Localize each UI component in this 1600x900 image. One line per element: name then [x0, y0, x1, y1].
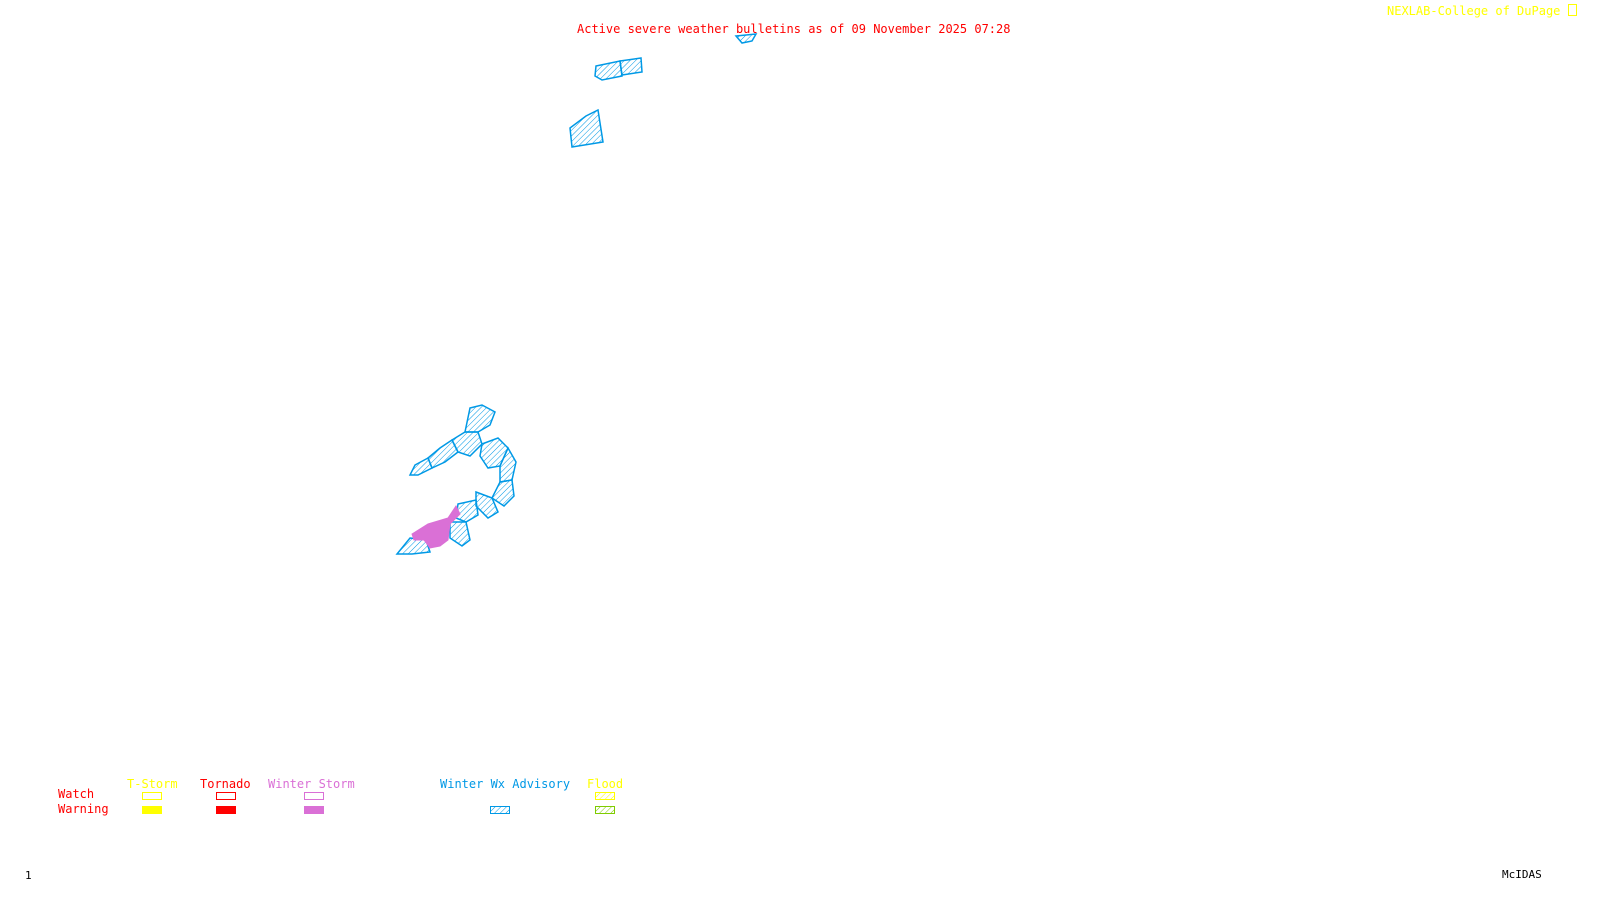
legend-winter-wx-advisory-label: Winter Wx Advisory: [440, 777, 571, 791]
winter-wx-advisory-swatch: [490, 806, 510, 814]
winter-storm-warning-swatch: [304, 806, 324, 814]
tstorm-warning-swatch: [142, 806, 162, 814]
flood-warning-swatch: [595, 806, 615, 814]
legend-tornado-label: Tornado: [200, 777, 251, 791]
advisory-area: [427, 438, 459, 470]
advisory-area: [449, 521, 471, 547]
legend-watch-label: Watch: [58, 787, 95, 801]
map-title: Active severe weather bulletins as of 09…: [577, 22, 1011, 36]
advisory-area: [491, 479, 515, 507]
frame-number: 1: [25, 869, 32, 882]
advisory-area: [455, 499, 479, 523]
advisory-area: [464, 404, 496, 433]
tornado-warning-swatch: [216, 806, 236, 814]
advisory-area: [408, 456, 433, 476]
legend-warning-label: Warning: [58, 802, 109, 816]
tstorm-watch-swatch: [142, 792, 162, 800]
logo-mark-icon: [1567, 4, 1577, 16]
software-label: McIDAS: [1502, 868, 1542, 881]
flood-watch-swatch: [595, 792, 615, 800]
legend-flood-label: Flood: [587, 777, 624, 791]
legend-winter-storm-label: Winter Storm: [268, 777, 355, 791]
credit-label: NEXLAB-College of DuPage: [1387, 4, 1577, 18]
advisory-area: [569, 108, 604, 148]
winter-storm-warning-area: [411, 505, 461, 549]
winter-storm-watch-swatch: [304, 792, 324, 800]
advisory-area: [619, 57, 643, 76]
credit-text: NEXLAB-College of DuPage: [1387, 4, 1561, 18]
advisory-area: [594, 60, 623, 81]
tornado-watch-swatch: [216, 792, 236, 800]
advisory-area: [734, 33, 758, 44]
legend-tstorm-label: T-Storm: [127, 777, 178, 791]
